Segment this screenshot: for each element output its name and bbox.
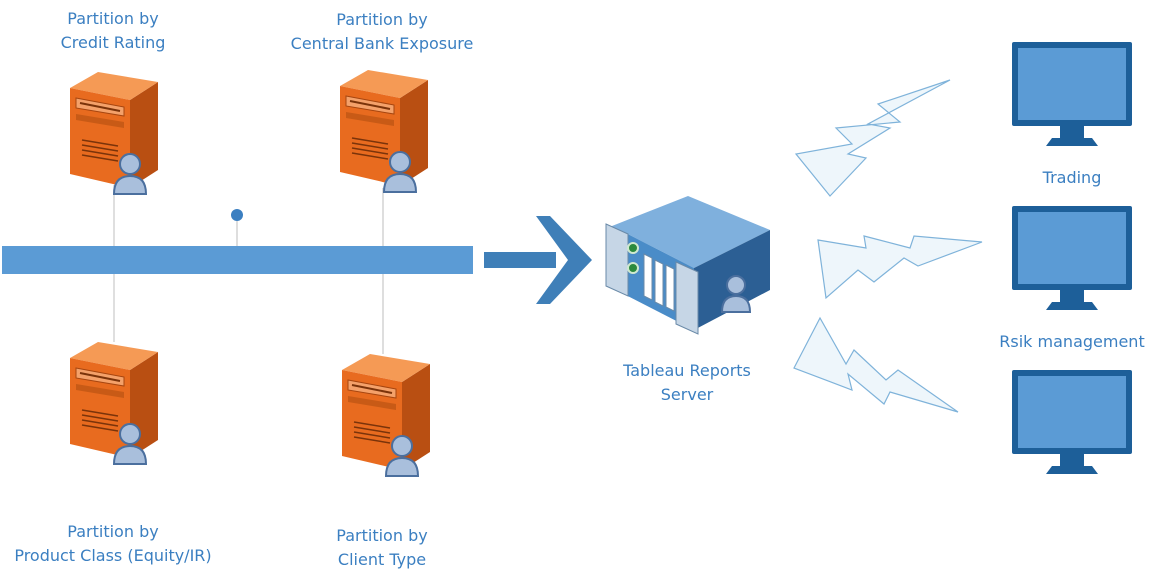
- network-bus: [2, 246, 473, 274]
- partition-label: Partition by: [336, 526, 427, 545]
- client-label-trading: Trading: [1042, 168, 1102, 187]
- server-user-icon: [341, 353, 431, 477]
- lightning-bolt-icon: [793, 316, 959, 413]
- partition-label: Partition by: [336, 10, 427, 29]
- partition-label: Credit Rating: [61, 33, 166, 52]
- lightning-bolt-icon: [817, 235, 983, 300]
- server-user-icon: [69, 71, 159, 195]
- terminator-dot: [231, 209, 243, 221]
- lightning-bolt-icon: [794, 79, 951, 197]
- monitor-icon: [1012, 42, 1132, 146]
- server-user-icon: [339, 69, 429, 193]
- partition-label: Product Class (Equity/IR): [14, 546, 211, 565]
- server-label: Server: [661, 385, 714, 404]
- arrow-right-icon: [484, 216, 592, 304]
- partition-label: Client Type: [338, 550, 426, 569]
- partition-label: Central Bank Exposure: [291, 34, 474, 53]
- partition-label: Partition by: [67, 522, 158, 541]
- server-label: Tableau Reports: [622, 361, 751, 380]
- monitor-icon: [1012, 206, 1132, 310]
- client-label-risk: Rsik management: [999, 332, 1144, 351]
- rack-server-user-icon: [605, 196, 770, 335]
- partition-label: Partition by: [67, 9, 158, 28]
- server-user-icon: [69, 341, 159, 465]
- monitor-icon: [1012, 370, 1132, 474]
